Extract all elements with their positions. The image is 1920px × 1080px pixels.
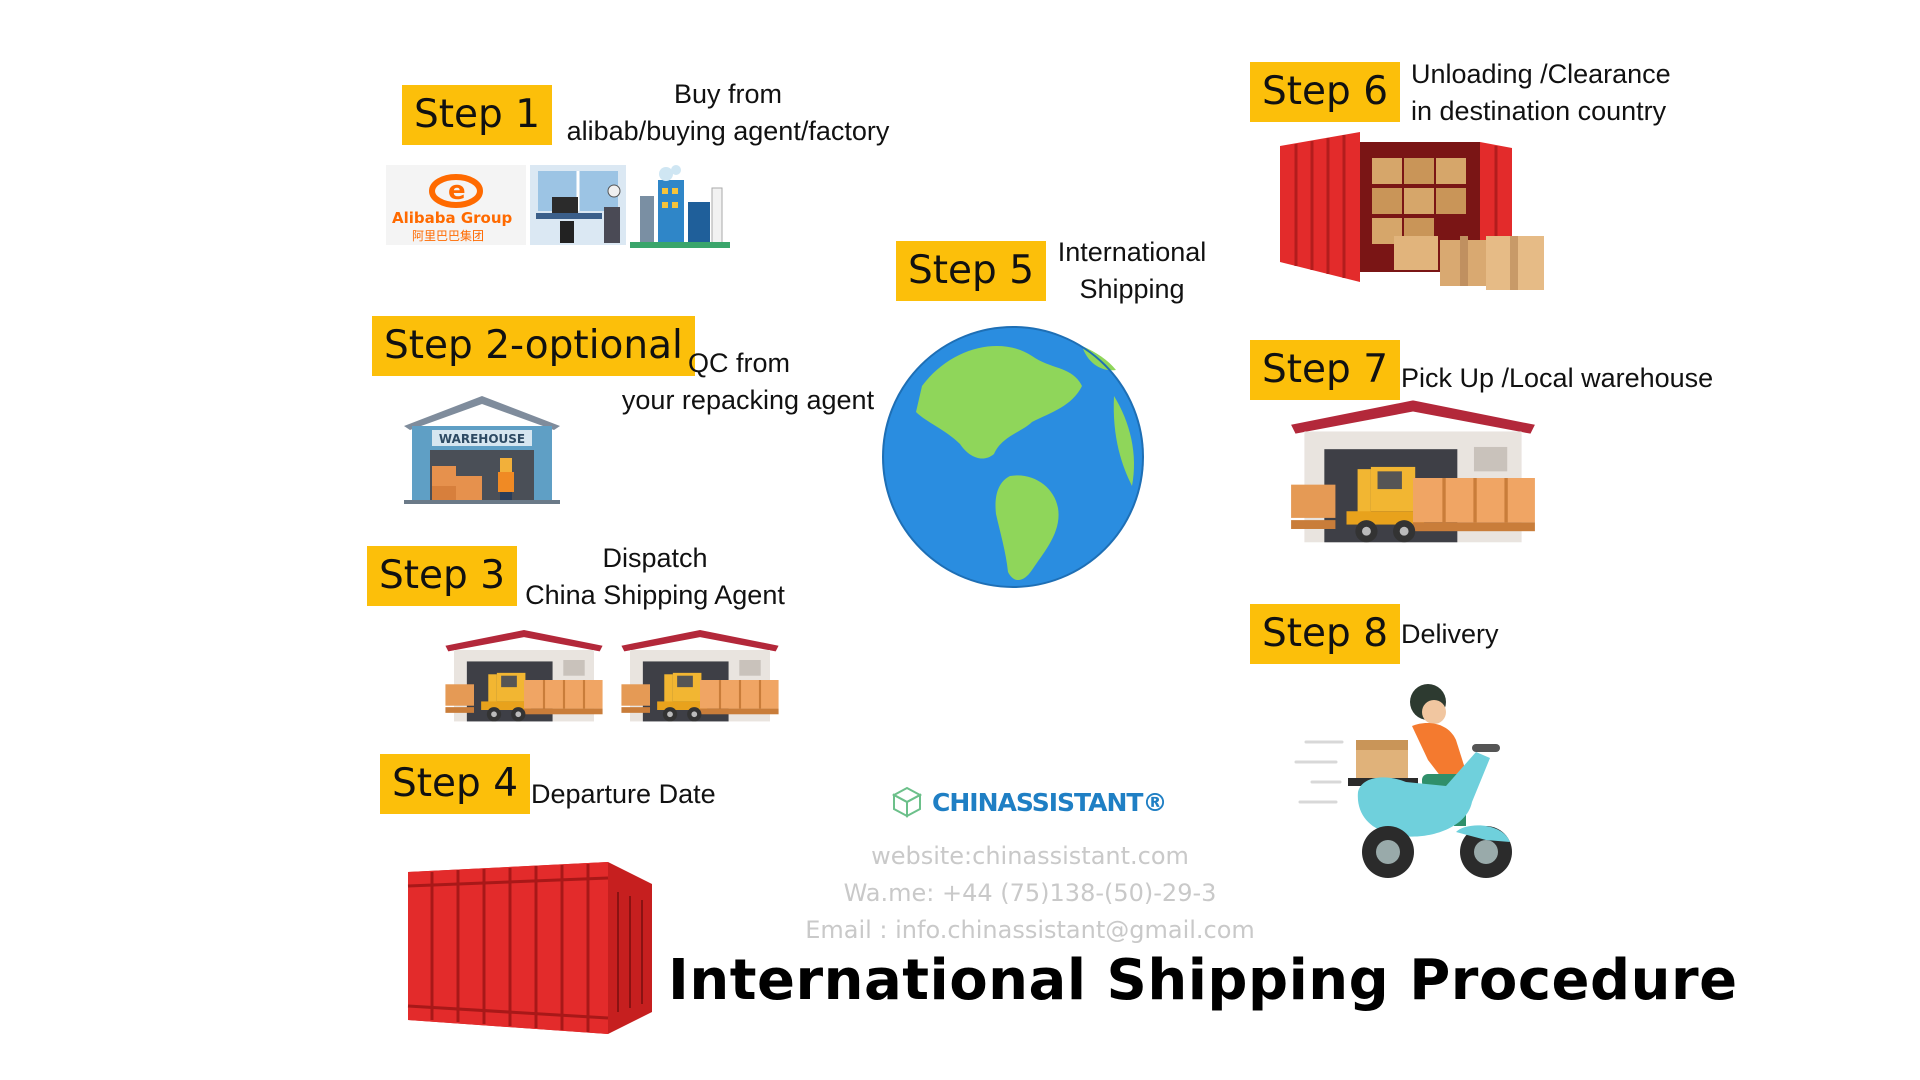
brand-name: CHINASSISTANT®: [932, 788, 1167, 817]
step-8-description: Delivery: [1401, 616, 1499, 653]
open-container-icon: [1280, 132, 1544, 290]
step-2-badge: Step 2-optional: [372, 316, 695, 376]
step-4-description: Departure Date: [531, 776, 716, 813]
step-8-line-1: Delivery: [1401, 619, 1499, 649]
warehouse-sign: WAREHOUSE: [439, 432, 525, 446]
globe-icon: [882, 326, 1144, 588]
step-6-description: Unloading /Clearance in destination coun…: [1411, 56, 1671, 130]
step-4-line-1: Departure Date: [531, 779, 716, 809]
brand-whatsapp: Wa.me: +44 (75)138-(50)-29-3: [843, 879, 1217, 907]
step-4-badge: Step 4: [380, 754, 531, 814]
step-1-line-1: Buy from: [673, 79, 783, 109]
step-7-badge: Step 7: [1250, 340, 1401, 400]
alibaba-logo-name: Alibaba Group: [392, 209, 513, 227]
step-5-badge: Step 5: [896, 241, 1047, 301]
forklift-warehouse-icon: [436, 630, 612, 730]
step-1-line-2: alibab/buying agent/factory: [566, 116, 890, 146]
forklift-warehouse-icon: [612, 630, 788, 730]
brand-website: website:chinassistant.com: [871, 842, 1189, 870]
cube-logo-icon: [891, 786, 923, 818]
step-3-description: Dispatch China Shipping Agent: [510, 540, 800, 614]
step-6-line-2: in destination country: [1411, 96, 1667, 126]
step-5-line-1: International: [1057, 237, 1207, 267]
step-3-badge: Step 3: [367, 546, 518, 606]
brand-email: Email : info.chinassistant@gmail.com: [805, 916, 1255, 944]
step-1-description: Buy from alibab/buying agent/factory: [548, 76, 908, 150]
factory-icon: [630, 165, 730, 248]
step-6-line-1: Unloading /Clearance: [1411, 59, 1671, 89]
delivery-scooter-icon: [1294, 684, 1512, 878]
step-1-badge: Step 1: [402, 85, 553, 145]
step-7-description: Pick Up /Local warehouse: [1401, 360, 1713, 397]
alibaba-logo-cn: 阿里巴巴集团: [412, 229, 485, 243]
step-6-badge: Step 6: [1250, 62, 1401, 122]
office-icon: [530, 165, 626, 245]
page-title: International Shipping Procedure: [668, 948, 1738, 1013]
step-5-description: International Shipping: [1042, 234, 1222, 308]
svg-text:e: e: [448, 176, 466, 206]
step-7-line-1: Pick Up /Local warehouse: [1401, 363, 1714, 393]
alibaba-logo: e Alibaba Group 阿里巴巴集团: [386, 165, 526, 245]
step-3-line-2: China Shipping Agent: [525, 580, 785, 610]
warehouse-icon: WAREHOUSE: [404, 396, 560, 504]
forklift-warehouse-icon: [1280, 400, 1546, 556]
step-8-badge: Step 8: [1250, 604, 1401, 664]
step-2-line-1: QC from: [688, 348, 791, 378]
step-3-line-1: Dispatch: [602, 543, 708, 573]
step-2-line-2: your repacking agent: [621, 385, 875, 415]
step-2-description: QC from your repacking agent: [606, 345, 890, 419]
shipping-container-icon: [407, 862, 652, 1034]
step-5-line-2: Shipping: [1079, 274, 1185, 304]
